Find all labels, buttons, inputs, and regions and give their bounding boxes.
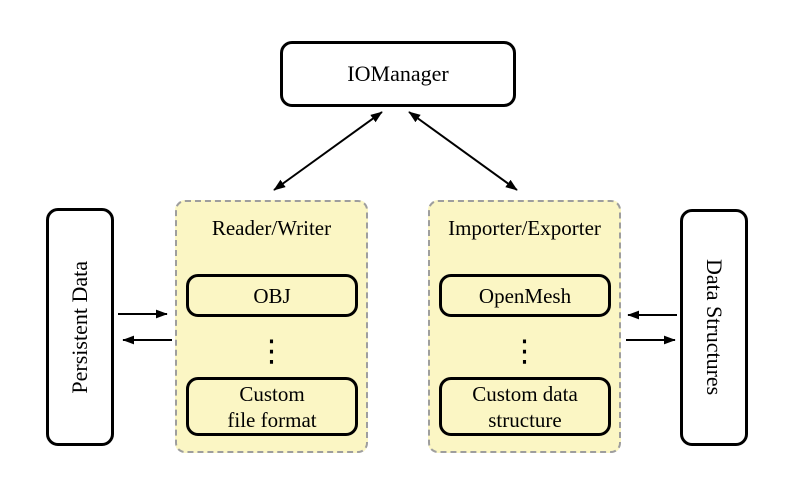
importer-exporter-title: Importer/Exporter [448, 216, 601, 240]
custom-file-format-line2: file format [227, 407, 317, 432]
custom-data-structure-line2: structure [488, 407, 562, 432]
obj-label: OBJ [253, 283, 291, 308]
vertical-ellipsis-icon: ⋮ [509, 334, 540, 369]
arrow-iomanager-readerwriter [273, 111, 383, 191]
data-structures-node: Data Structures [680, 209, 748, 446]
reader-writer-group: Reader/Writer OBJ ⋮ Custom file format [175, 200, 368, 453]
persistent-data-node: Persistent Data [46, 208, 114, 446]
custom-file-format-node: Custom file format [186, 377, 358, 436]
obj-node: OBJ [186, 274, 358, 317]
iomanager-label: IOManager [347, 61, 449, 86]
custom-file-format-line1: Custom [239, 381, 305, 406]
persistent-data-label: Persistent Data [67, 260, 92, 394]
openmesh-node: OpenMesh [439, 274, 611, 317]
data-structures-label: Data Structures [702, 259, 727, 396]
arrow-iomanager-importerexporter [408, 111, 518, 191]
iomanager-node: IOManager [280, 41, 516, 107]
custom-data-structure-line1: Custom data [472, 381, 578, 406]
importer-exporter-group: Importer/Exporter OpenMesh ⋮ Custom data… [428, 200, 621, 453]
custom-data-structure-node: Custom data structure [439, 377, 611, 436]
openmesh-label: OpenMesh [478, 283, 572, 308]
reader-writer-title: Reader/Writer [211, 216, 332, 240]
vertical-ellipsis-icon: ⋮ [256, 334, 287, 369]
